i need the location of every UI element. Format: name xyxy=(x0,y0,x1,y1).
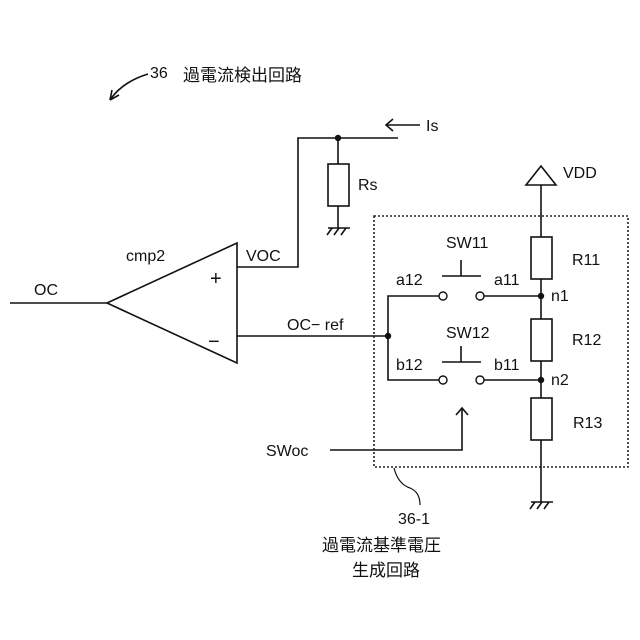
r11-label: R11 xyxy=(572,252,600,269)
n2-label: n2 xyxy=(551,372,569,389)
subcircuit-ref: 36-1 xyxy=(398,511,430,528)
r12-label: R12 xyxy=(572,332,601,349)
oc-output-label: OC xyxy=(34,282,58,299)
r13-label: R13 xyxy=(573,415,602,432)
node-n2-dot xyxy=(538,377,544,383)
sw12-terminal-b12 xyxy=(439,376,447,384)
ground-rs-icon xyxy=(327,228,350,235)
vdd-label: VDD xyxy=(563,165,597,182)
comparator-minus-sign: − xyxy=(208,331,220,353)
comparator-name: cmp2 xyxy=(126,248,165,265)
title-ref: 36 xyxy=(150,65,168,82)
swoc-control-wire xyxy=(330,408,462,450)
subcircuit-name-line2: 生成回路 xyxy=(352,561,420,581)
sw11-label: SW11 xyxy=(446,235,488,252)
swoc-label: SWoc xyxy=(266,443,308,460)
a12-label: a12 xyxy=(396,272,423,289)
sw12-terminal-b11 xyxy=(476,376,484,384)
ground-ladder-icon xyxy=(530,502,553,509)
node-n1-dot xyxy=(538,293,544,299)
sw11-terminal-a11 xyxy=(476,292,484,300)
title-name: 過電流検出回路 xyxy=(183,66,302,86)
a11-label: a11 xyxy=(494,272,520,289)
b12-label: b12 xyxy=(396,357,423,374)
oc-ref-label: OC− ref xyxy=(287,317,344,334)
resistor-r13 xyxy=(531,398,552,440)
voc-label: VOC xyxy=(246,248,281,265)
rs-label: Rs xyxy=(358,177,378,194)
comparator-plus-sign: + xyxy=(210,268,222,290)
resistor-r11 xyxy=(531,237,552,279)
vdd-icon xyxy=(526,166,556,185)
resistor-rs xyxy=(328,164,349,206)
resistor-r12 xyxy=(531,319,552,361)
sw11-terminal-a12 xyxy=(439,292,447,300)
is-label: Is xyxy=(426,118,438,135)
sw12-label: SW12 xyxy=(446,325,490,342)
b11-label: b11 xyxy=(494,357,520,374)
n1-label: n1 xyxy=(551,288,569,305)
subcircuit-name-line1: 過電流基準電圧 xyxy=(322,536,441,556)
subcircuit-leader-line xyxy=(394,468,420,505)
